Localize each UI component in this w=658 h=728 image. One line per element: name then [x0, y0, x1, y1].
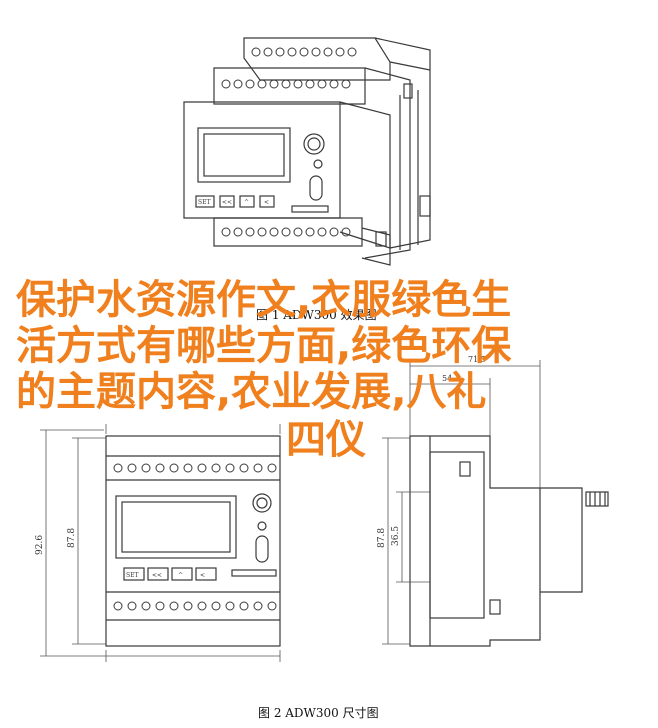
fig2-button-set-label: SET — [126, 572, 139, 579]
fig1-button-up-label: ^ — [244, 199, 249, 206]
figure2-caption: 图 2 ADW300 尺寸图 — [258, 706, 379, 720]
dim-side-height: 87.8 — [377, 528, 387, 548]
fig2-button-left-label: << — [152, 572, 162, 579]
fig2-button-up-label: ^ — [178, 572, 183, 579]
dim-inner-height: 87.8 — [67, 528, 77, 548]
dim-side-depth-a: 71.5 — [468, 355, 486, 364]
fig1-button-back-label: < — [264, 199, 269, 206]
fig1-button-set-label: SET — [198, 199, 211, 206]
dim-side-depth-b: 54.1 — [442, 374, 460, 383]
figure1-caption: 图 1 ADW300 效果图 — [256, 308, 377, 322]
dim-total-height: 92.6 — [35, 535, 45, 555]
fig1-button-left-label: << — [222, 199, 232, 206]
fig2-button-back-label: < — [200, 572, 205, 579]
dim-side-inner: 36.5 — [391, 526, 401, 546]
